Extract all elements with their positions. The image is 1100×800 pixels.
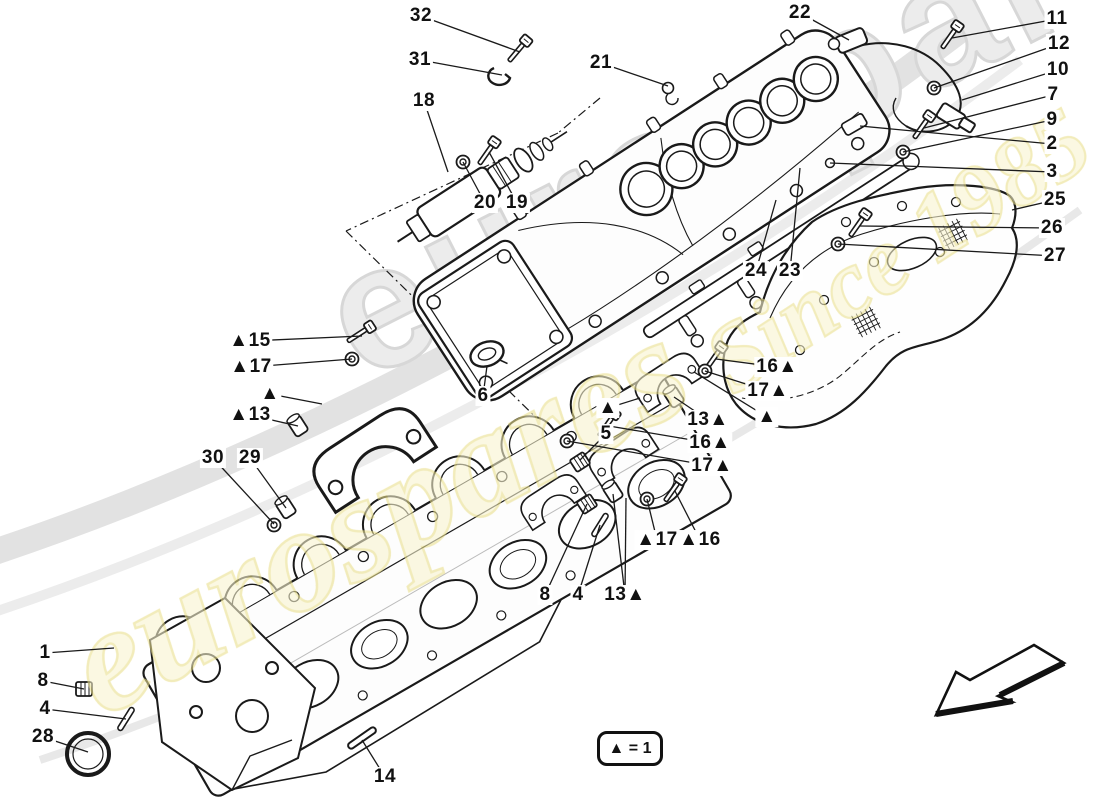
callout-6-19: 19 (503, 192, 531, 214)
callout-32-24: 24 (742, 260, 770, 282)
leader-line-33 (789, 167, 801, 272)
callout-7-11: 11 (1044, 8, 1070, 30)
callout-21-30: 30 (199, 447, 227, 469)
callout-12-2: 2 (1044, 133, 1060, 155)
o-ring (65, 731, 111, 777)
leader-line-41 (612, 493, 626, 596)
leader-line-34 (44, 647, 115, 654)
callout-16-27: 27 (1041, 245, 1069, 267)
callout-38-14: 14 (371, 766, 399, 788)
callout-37-28: 28 (29, 726, 57, 748)
callout-23-6: 6 (475, 385, 491, 407)
timing-solenoid (397, 131, 568, 243)
callout-1-31: 31 (406, 49, 434, 71)
callout-9-10: 10 (1044, 59, 1072, 81)
callout-39-8: 8 (537, 584, 553, 606)
callout-28-17: 17▲ (689, 455, 735, 477)
callout-3-21: 21 (587, 52, 615, 74)
callout-34-1: 1 (37, 642, 53, 664)
callout-25-5: 5 (598, 423, 614, 445)
leader-line-21 (212, 457, 275, 525)
retaining-clip (487, 66, 512, 87)
leader-line-8 (933, 43, 1060, 89)
leader-line-9 (961, 69, 1059, 101)
legend-text: ▲ = 1 (608, 739, 652, 757)
callout-10-7: 7 (1045, 84, 1061, 106)
leader-line-2 (423, 100, 449, 173)
callout-8-12: 12 (1045, 33, 1073, 55)
callout-27-16: 16▲ (687, 432, 733, 454)
leader-line-11 (902, 119, 1053, 153)
callout-22-29: 29 (236, 447, 264, 469)
callout-11-9: 9 (1044, 109, 1060, 131)
callout-19-triangle: ▲ (258, 383, 282, 405)
leader-line-31 (693, 371, 768, 418)
callout-40-4: 4 (570, 584, 586, 606)
callout-5-20: 20 (471, 192, 499, 214)
leader-line-36 (44, 708, 127, 720)
callout-36-4: 4 (37, 698, 53, 720)
callout-2-18: 18 (410, 90, 438, 112)
callout-30-17: 17▲ (745, 380, 791, 402)
callout-43-16: ▲16 (677, 529, 723, 551)
leader-line-40 (577, 524, 601, 596)
callout-13-3: 3 (1044, 161, 1060, 183)
leader-line-41 (624, 497, 627, 596)
callout-41-13: 13▲ (602, 584, 648, 606)
hardware (65, 18, 966, 777)
leader-line-39 (544, 503, 588, 596)
callout-4-22: 22 (786, 2, 814, 24)
callout-14-25: 25 (1041, 189, 1069, 211)
callout-24-triangle: ▲ (596, 397, 620, 419)
direction-arrow (933, 643, 1067, 717)
wiring-harness (661, 27, 976, 169)
callout-35-8: 8 (35, 670, 51, 692)
leader-line-1 (419, 59, 503, 76)
callout-26-13: 13▲ (685, 409, 731, 431)
callout-18-17: ▲17 (228, 356, 274, 378)
cam-cover (412, 29, 891, 402)
head-end-flange (148, 596, 317, 792)
leader-line-32 (755, 199, 777, 272)
callout-33-23: 23 (776, 260, 804, 282)
leader-line-10 (923, 94, 1054, 129)
leader-line-15 (859, 225, 1053, 229)
callout-31-triangle: ▲ (755, 406, 779, 428)
leader-line-0 (420, 15, 521, 53)
seal-6 (469, 340, 508, 368)
leader-line-16 (837, 243, 1056, 257)
callout-0-32: 32 (407, 5, 435, 27)
callout-15-26: 26 (1038, 217, 1066, 239)
leader-line-28 (566, 440, 713, 467)
callout-42-17: ▲17 (634, 529, 680, 551)
leader-line-13 (829, 162, 1053, 173)
callout-29-16: 16▲ (754, 356, 800, 378)
legend-box: ▲ = 1 (597, 731, 663, 766)
callout-17-15: ▲15 (227, 330, 273, 352)
callout-20-13: ▲13 (227, 404, 273, 426)
leader-line-12 (859, 125, 1053, 145)
leader-line-7 (951, 18, 1058, 39)
